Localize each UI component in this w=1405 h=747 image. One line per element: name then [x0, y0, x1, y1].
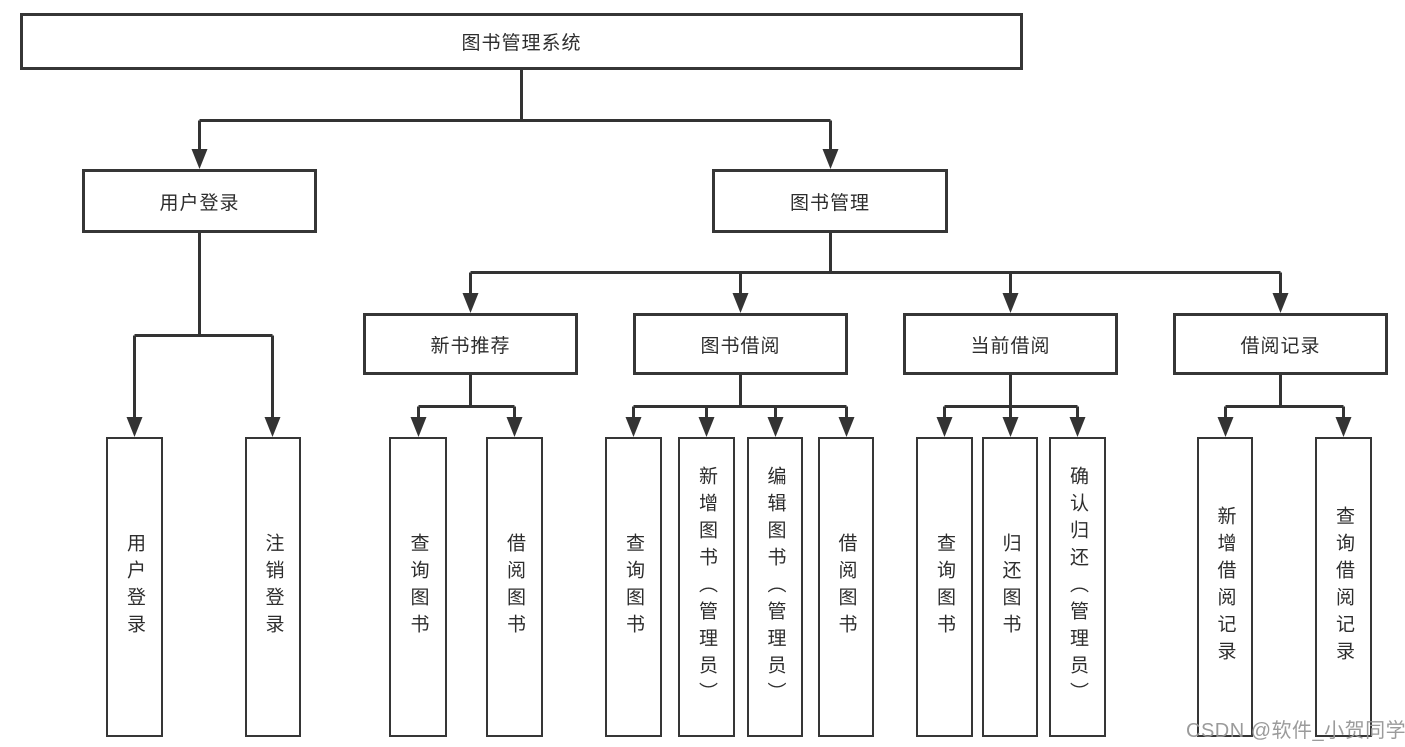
leaf-query-books-borrowing: 查询图书: [605, 437, 662, 737]
leaf-add-book-admin: 新增图书（管理员）: [678, 437, 735, 737]
leaf-add-borrow-record: 新增借阅记录: [1197, 437, 1253, 737]
leaf-user-login: 用户登录: [106, 437, 163, 737]
leaf-confirm-return-admin: 确认归还（管理员）: [1049, 437, 1106, 737]
node-current-borrowing: 当前借阅: [903, 313, 1118, 375]
node-new-book-recommendation: 新书推荐: [363, 313, 578, 375]
node-user-login: 用户登录: [82, 169, 317, 233]
leaf-logout: 注销登录: [245, 437, 301, 737]
node-root: 图书管理系统: [20, 13, 1023, 70]
node-book-management: 图书管理: [712, 169, 948, 233]
leaf-query-borrow-record: 查询借阅记录: [1315, 437, 1372, 737]
watermark: CSDN @软件_小贺同学: [1186, 720, 1405, 742]
leaf-query-books-current: 查询图书: [916, 437, 973, 737]
leaf-borrow-books: 借阅图书: [818, 437, 874, 737]
leaf-borrow-books-recommend: 借阅图书: [486, 437, 543, 737]
node-book-borrowing: 图书借阅: [633, 313, 848, 375]
leaf-return-book: 归还图书: [982, 437, 1038, 737]
node-borrowing-records: 借阅记录: [1173, 313, 1388, 375]
leaf-query-books-recommend: 查询图书: [389, 437, 447, 737]
leaf-edit-book-admin: 编辑图书（管理员）: [747, 437, 803, 737]
